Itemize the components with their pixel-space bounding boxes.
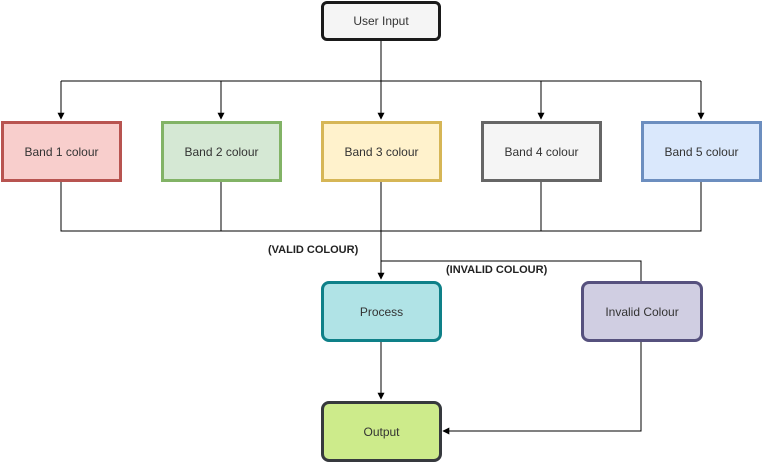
node-band2-label: Band 2 colour [184,144,259,159]
edge-invalid-to-process [381,260,642,281]
node-band4-label: Band 4 colour [504,144,579,159]
node-invalid-colour: Invalid Colour [581,281,703,342]
node-band1-label: Band 1 colour [24,144,99,159]
node-band3-label: Band 3 colour [344,144,419,159]
node-user-input: User Input [321,1,441,41]
node-band1: Band 1 colour [1,121,122,182]
node-user-input-label: User Input [353,14,409,28]
node-band2: Band 2 colour [161,121,282,182]
node-band4: Band 4 colour [481,121,602,182]
edge-invalid-to-output [442,342,642,435]
node-output: Output [321,401,442,462]
node-band5-label: Band 5 colour [664,144,739,159]
node-process-label: Process [359,304,404,319]
edge-label-invalid: (INVALID COLOUR) [446,264,548,276]
node-output-label: Output [363,424,400,439]
node-band3: Band 3 colour [321,121,442,182]
node-process: Process [321,281,442,342]
edge-label-valid: (VALID COLOUR) [268,244,359,256]
node-invalid-colour-label: Invalid Colour [605,304,679,319]
node-band5: Band 5 colour [641,121,762,182]
